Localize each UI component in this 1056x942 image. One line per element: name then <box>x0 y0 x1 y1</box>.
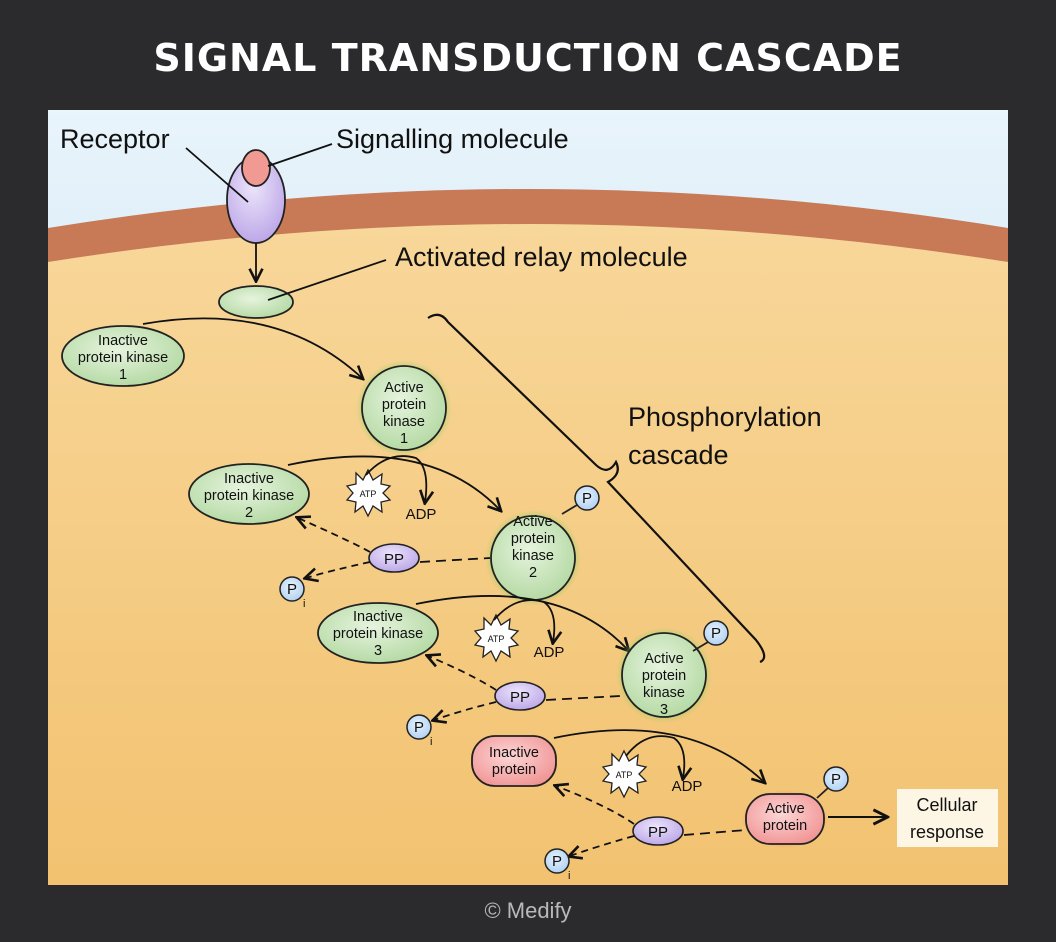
phosphatase-label-4: PP <box>648 824 668 841</box>
pi-release-arrow-4 <box>570 835 635 856</box>
active-protein-line1: Active <box>765 801 805 817</box>
phosphate-label-2: P <box>582 490 592 507</box>
cascade-bracket <box>427 313 766 664</box>
atp-burst-3 <box>473 613 520 663</box>
dephosphorylation-arrow-4 <box>556 786 635 825</box>
active-kinase-1-line1: Active <box>384 380 424 396</box>
inactive-kinase-1 <box>61 325 185 387</box>
adp-label-3: ADP <box>534 644 565 661</box>
receptor-label: Receptor <box>60 124 170 154</box>
pi-sub-2: i <box>303 598 305 610</box>
phosphatase-link-2 <box>419 557 491 563</box>
active-kinase-1 <box>361 365 447 451</box>
active-kinase-1-line4: 1 <box>400 431 408 447</box>
atp-to-adp-arrow-4 <box>625 735 684 778</box>
phosphatase-link-3 <box>545 695 621 701</box>
relay-leader <box>267 259 387 301</box>
phosphate-4 <box>823 766 849 792</box>
phosphatase-label-2: PP <box>384 551 404 568</box>
dephosphorylation-arrow-3 <box>428 656 497 691</box>
phosphate-3 <box>703 620 729 646</box>
active-kinase-1-line3: kinase <box>383 414 425 430</box>
phosphatase-3 <box>494 681 546 711</box>
inactive-kinase-2-line3: 2 <box>245 505 253 521</box>
atp-to-adp-arrow-3 <box>493 599 554 642</box>
phosphatase-2 <box>368 543 420 573</box>
phosphatase-link-4 <box>683 829 747 836</box>
activation-arrow-2 <box>287 455 500 510</box>
active-kinase-2-line1: Active <box>513 514 553 530</box>
cascade-label: cascade <box>628 440 729 470</box>
adp-label-4: ADP <box>672 778 703 795</box>
phosphate-bond-2 <box>561 504 578 515</box>
phosphate-2 <box>574 485 600 511</box>
phosphatase-label-3: PP <box>510 689 530 706</box>
active-kinase-3 <box>621 632 707 718</box>
pi-label-3: P <box>414 719 424 736</box>
activation-arrow-4 <box>553 729 764 782</box>
active-kinase-2-line4: 2 <box>529 565 537 581</box>
pi-sub-3: i <box>430 736 432 748</box>
active-kinase-3-line4: 3 <box>660 702 668 718</box>
active-kinase-2-line3: kinase <box>512 548 554 564</box>
pi-release-arrow-3 <box>434 701 497 720</box>
relay-molecule <box>218 285 294 319</box>
signalling-molecule-shape <box>241 149 271 187</box>
inorganic-phosphate-4 <box>544 848 570 874</box>
inactive-protein-line2: protein <box>492 762 536 778</box>
atp-burst-2 <box>345 468 392 518</box>
atp-label-2: ATP <box>360 489 377 499</box>
phosphatase-4 <box>632 816 684 846</box>
relay-label: Activated relay molecule <box>395 242 688 272</box>
inactive-kinase-3-line2: protein kinase <box>333 626 423 642</box>
pi-label-4: P <box>552 853 562 870</box>
atp-to-adp-arrow-2 <box>365 455 426 502</box>
inorganic-phosphate-3 <box>406 714 432 740</box>
active-kinase-1-line2: protein <box>382 397 426 413</box>
phosphorylation-label: Phosphorylation <box>628 402 822 432</box>
inactive-kinase-2-line1: Inactive <box>224 471 274 487</box>
inactive-protein <box>471 735 557 787</box>
cellular-response-line1: Cellular <box>916 795 977 815</box>
copyright-footer: © Medify <box>484 898 572 923</box>
active-kinase-3-line2: protein <box>642 668 686 684</box>
receptor-leader <box>185 147 249 203</box>
phosphate-label-3: P <box>711 625 721 642</box>
inactive-kinase-1-line1: Inactive <box>98 333 148 349</box>
signalling-leader <box>267 143 333 167</box>
signalling-molecule-label: Signalling molecule <box>336 124 569 154</box>
activation-arrow-1 <box>142 317 362 378</box>
pi-release-arrow-2 <box>306 561 371 578</box>
atp-label-4: ATP <box>616 770 633 780</box>
atp-burst-4 <box>601 749 648 799</box>
inactive-kinase-3-line1: Inactive <box>353 609 403 625</box>
inactive-kinase-2-line2: protein kinase <box>204 488 294 504</box>
atp-label-3: ATP <box>488 634 505 644</box>
page-title: SIGNAL TRANSDUCTION CASCADE <box>153 36 903 80</box>
dephosphorylation-arrow-2 <box>298 518 371 553</box>
adp-label-2: ADP <box>406 506 437 523</box>
active-kinase-2-line2: protein <box>511 531 555 547</box>
inactive-kinase-1-line2: protein kinase <box>78 350 168 366</box>
inorganic-phosphate-2 <box>279 576 305 602</box>
phosphate-label-4: P <box>831 771 841 788</box>
inactive-kinase-2 <box>188 463 310 525</box>
cellular-response-line2: response <box>910 822 984 842</box>
active-kinase-3-line1: Active <box>644 651 684 667</box>
cellular-response-box <box>897 789 998 847</box>
inactive-kinase-1-line3: 1 <box>119 367 127 383</box>
active-protein-line2: protein <box>763 818 807 834</box>
phosphate-bond-3 <box>692 641 709 652</box>
active-kinase-3-line3: kinase <box>643 685 685 701</box>
inactive-kinase-3-line3: 3 <box>374 643 382 659</box>
inactive-kinase-3 <box>317 602 439 664</box>
pi-sub-4: i <box>568 870 570 882</box>
active-protein <box>745 793 825 845</box>
pi-label-2: P <box>287 581 297 598</box>
cascade-diagram: Receptor Signalling molecule Activated r… <box>48 110 1008 885</box>
phosphate-bond-4 <box>816 787 829 799</box>
inactive-protein-line1: Inactive <box>489 745 539 761</box>
